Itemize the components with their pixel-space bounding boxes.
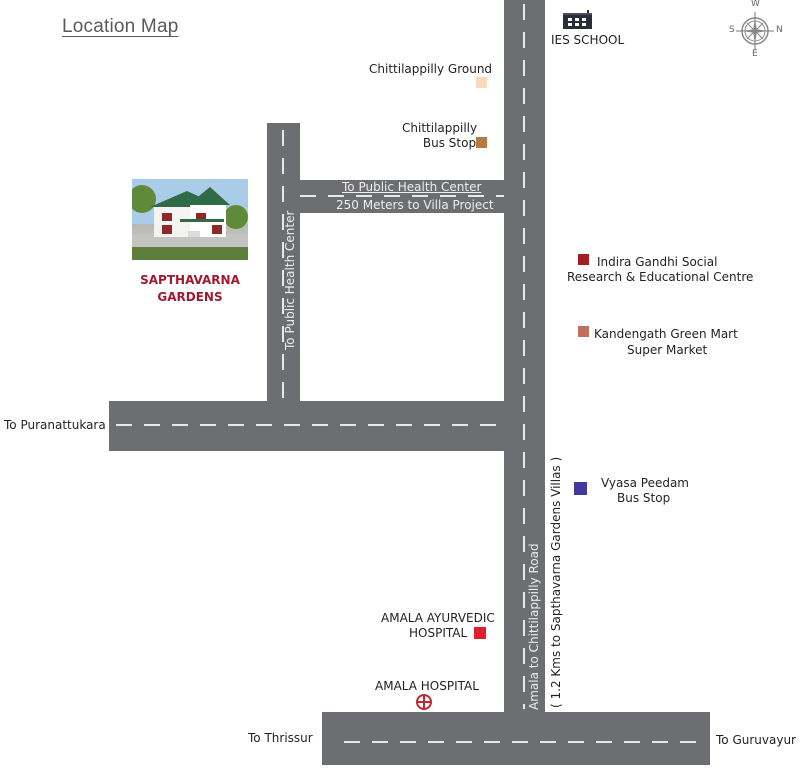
- road-main-vertical-dashes: [523, 4, 525, 709]
- landmark-vyasa-peedam-line1: Vyasa Peedam: [601, 476, 689, 490]
- road-label-250-meters: 250 Meters to Villa Project: [336, 198, 494, 212]
- landmark-amala-ayurvedic-line1: AMALA AYURVEDIC: [381, 611, 495, 625]
- page-title: Location Map: [62, 16, 179, 37]
- landmark-chittilappilly-ground: Chittilappilly Ground: [369, 62, 493, 76]
- road-thrissur-guruvayur-dashes: [344, 741, 706, 743]
- landmark-kandengath-green-mart-line2: Super Market: [627, 343, 708, 357]
- marker-amala-ayurvedic-hospital: [474, 627, 486, 639]
- landmark-amala-hospital: AMALA HOSPITAL: [375, 679, 479, 693]
- marker-chittilappilly-bus-stop: [476, 137, 487, 148]
- road-puranattukara: [109, 401, 508, 451]
- destination-thrissur: To Thrissur: [248, 731, 313, 745]
- landmark-chittilappilly-bus-stop-line1: Chittilappilly: [402, 121, 478, 135]
- landmark-vyasa-peedam-line2: Bus Stop: [617, 491, 671, 505]
- landmark-indira-gandhi-centre-line2: Research & Educational Centre: [567, 270, 754, 284]
- landmark-kandengath-green-mart-line1: Kandengath Green Mart: [594, 327, 738, 341]
- project-name-line1: SAPTHAVARNA: [140, 273, 240, 287]
- marker-indira-gandhi-centre: [578, 254, 589, 265]
- compass-label-e: E: [752, 49, 758, 59]
- road-left-vertical-dashes: [282, 130, 284, 410]
- road-puranattukara-dashes: [116, 424, 504, 426]
- compass-icon: [736, 12, 774, 50]
- compass-label-s: S: [729, 25, 735, 35]
- villa-house-image: [132, 179, 248, 260]
- road-label-public-health-vertical: To Public Health Center: [283, 210, 297, 350]
- destination-puranattukara: To Puranattukara: [4, 418, 106, 432]
- compass-rose: W S N E: [728, 0, 788, 60]
- landmark-chittilappilly-bus-stop: Chittilappilly Bus Stop: [402, 121, 477, 151]
- marker-vyasa-peedam-bus-stop: [574, 482, 587, 495]
- compass-label-w: W: [751, 0, 760, 9]
- destination-guruvayur: To Guruvayur: [716, 733, 796, 747]
- landmark-indira-gandhi-centre-line1: Indira Gandhi Social: [597, 255, 718, 269]
- road-thrissur-guruvayur: [322, 712, 710, 765]
- road-label-amala-chittilappilly: Amala to Chittilappilly Road: [527, 543, 541, 710]
- marker-kandengath-green-mart: [578, 326, 589, 337]
- landmark-ies-school: IES SCHOOL: [551, 33, 625, 47]
- project-name: SAPTHAVARNA GARDENS: [132, 272, 248, 306]
- project-name-line2: GARDENS: [157, 290, 223, 304]
- road-label-distance-note: ( 1.2 Kms to Sapthavarna Gardens Villas …: [549, 456, 563, 708]
- school-building-icon: [563, 10, 592, 29]
- landmark-chittilappilly-bus-stop-line2: Bus Stop: [422, 136, 477, 150]
- road-label-public-health-top: To Public Health Center: [342, 180, 482, 194]
- landmark-amala-ayurvedic-line2: HOSPITAL: [409, 626, 468, 640]
- compass-label-n: N: [776, 25, 783, 35]
- marker-chittilappilly-ground: [476, 77, 487, 88]
- hospital-cross-icon: [416, 694, 432, 710]
- road-top-connector-dashes: [300, 195, 504, 197]
